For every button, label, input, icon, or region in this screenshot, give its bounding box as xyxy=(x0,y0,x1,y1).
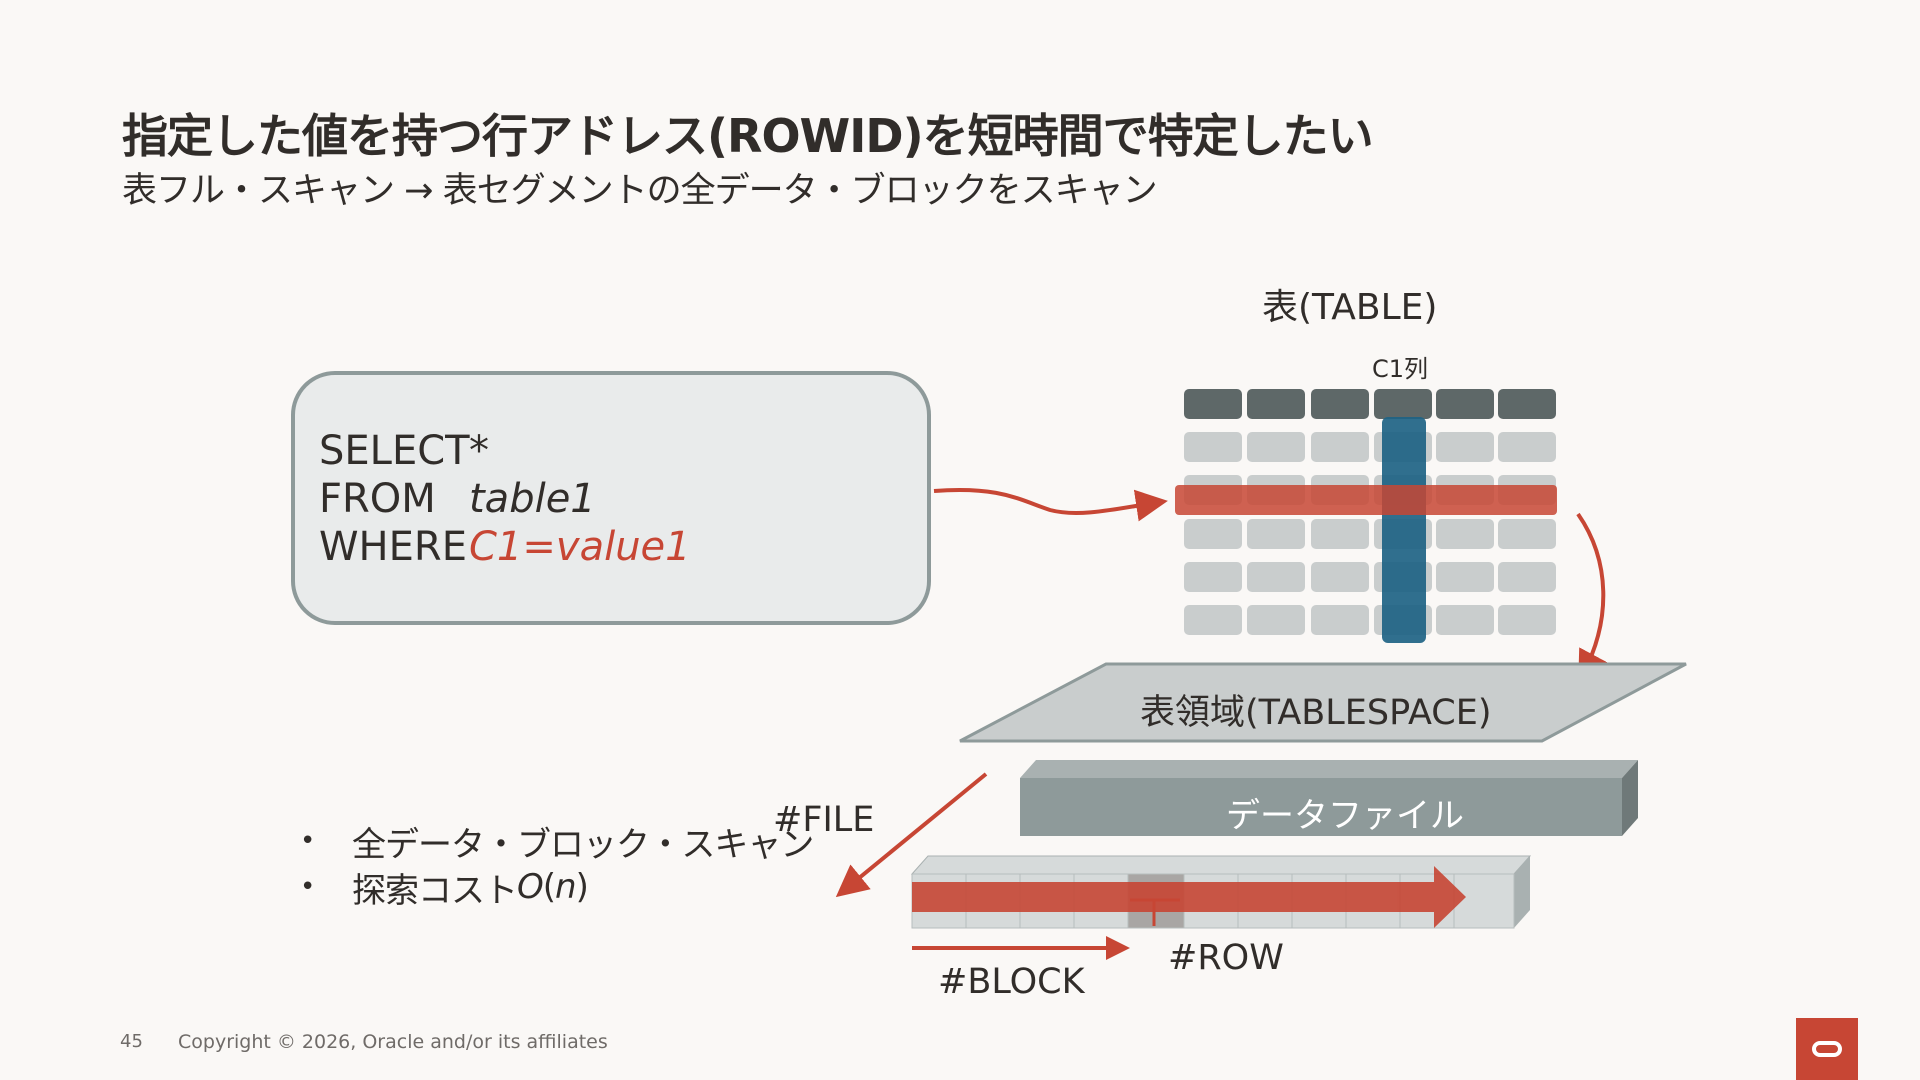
table-cell xyxy=(1247,562,1305,592)
table-cell xyxy=(1184,432,1242,462)
table-cell xyxy=(1498,605,1556,635)
table-cell xyxy=(1436,432,1494,462)
table-cell xyxy=(1436,605,1494,635)
page-number: 45 xyxy=(120,1031,143,1052)
table-body xyxy=(1184,432,1556,635)
table-cell xyxy=(1498,432,1556,462)
table-header-cell xyxy=(1311,389,1369,419)
sql-from-value: table1 xyxy=(469,476,596,522)
table-cell xyxy=(1247,519,1305,549)
table-header-cell xyxy=(1247,389,1305,419)
table-label: 表(TABLE) xyxy=(1262,287,1438,328)
bullet-item: •全データ・ブロック・スキャン xyxy=(300,824,814,865)
table-cell xyxy=(1247,605,1305,635)
query-arrow xyxy=(933,487,1168,522)
table-cell xyxy=(1311,562,1369,592)
table-cell xyxy=(1184,605,1242,635)
table-cell xyxy=(1184,562,1242,592)
slide-subtitle: 表フル・スキャン → 表セグメントの全データ・ブロックをスキャン xyxy=(122,171,1158,211)
sql-where-line: WHEREC1=value1 xyxy=(319,524,691,570)
copyright-text: Copyright © 2026, Oracle and/or its affi… xyxy=(178,1031,608,1053)
matching-row-highlight xyxy=(1175,485,1557,515)
table-cell xyxy=(1498,562,1556,592)
sql-select-line: SELECT* xyxy=(319,428,489,474)
tablespace-label: 表領域(TABLESPACE) xyxy=(1140,693,1492,733)
table-cell xyxy=(1184,519,1242,549)
sql-keyword-where: WHERE xyxy=(319,524,467,570)
oracle-ring-icon xyxy=(1812,1041,1842,1057)
block-label: #BLOCK xyxy=(938,962,1085,1002)
c1-column-highlight xyxy=(1382,417,1426,643)
table-cell xyxy=(1311,432,1369,462)
datafile-box xyxy=(1020,760,1638,836)
slide-title: 指定した値を持つ行アドレス(ROWID)を短時間で特定したい xyxy=(122,109,1374,163)
table-header-cell xyxy=(1374,389,1432,419)
table-cell xyxy=(1498,519,1556,549)
table-cell xyxy=(1436,519,1494,549)
tablespace-plane xyxy=(959,662,1687,743)
table-cell xyxy=(1247,432,1305,462)
table-header-row xyxy=(1184,389,1556,419)
sql-select-value: * xyxy=(469,428,489,474)
table-header-cell xyxy=(1498,389,1556,419)
table-header-cell xyxy=(1436,389,1494,419)
column-label: C1列 xyxy=(1372,355,1429,383)
table-cell xyxy=(1311,519,1369,549)
table-header-cell xyxy=(1184,389,1242,419)
row-label: #ROW xyxy=(1168,938,1284,978)
table-cell xyxy=(1436,562,1494,592)
table-cell xyxy=(1311,605,1369,635)
file-arrow xyxy=(835,772,988,898)
sql-keyword-select: SELECT xyxy=(319,428,470,474)
sql-keyword-from: FROM xyxy=(319,476,436,522)
datafile-label: データファイル xyxy=(1226,796,1464,836)
sql-query-box xyxy=(291,371,931,625)
scan-arrow xyxy=(912,866,1466,928)
sql-where-value: C1=value1 xyxy=(469,524,691,570)
table-to-tablespace-arrow xyxy=(1576,512,1608,684)
oracle-logo xyxy=(1796,1018,1858,1080)
sql-from-line: FROM table1 xyxy=(319,476,596,522)
file-label: #FILE xyxy=(773,800,875,840)
